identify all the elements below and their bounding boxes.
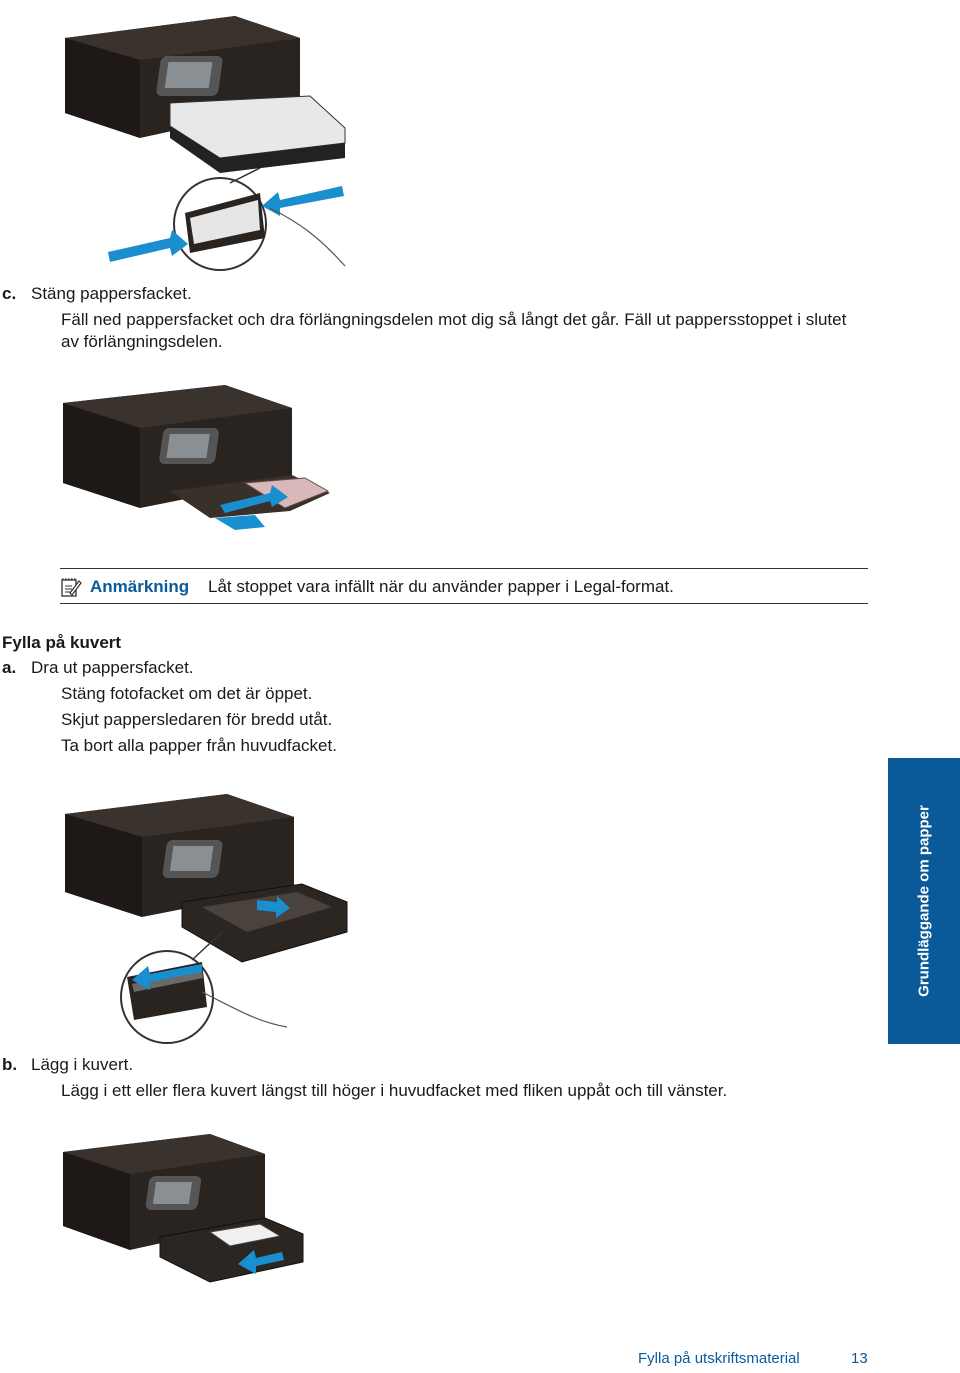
footer-section-title: Fylla på utskriftsmaterial <box>638 1350 800 1367</box>
page-number: 13 <box>851 1350 868 1367</box>
side-tab-label: Grundläggande om papper <box>915 805 933 997</box>
step-a-line3: Ta bort alla papper från huvudfacket. <box>61 736 337 755</box>
section-heading: Fylla på kuvert <box>2 633 122 652</box>
side-tab: Grundläggande om papper <box>888 758 960 1044</box>
step-letter-c: c. <box>2 284 17 303</box>
printer-pull-tray-illustration <box>65 794 348 1044</box>
step-letter-a: a. <box>2 658 17 677</box>
step-a-title: Dra ut pappersfacket. <box>31 658 194 677</box>
step-c-line2: av förlängningsdelen. <box>61 332 223 351</box>
printer-extended-tray-illustration <box>63 385 330 530</box>
step-c-title: Stäng pappersfacket. <box>31 284 192 303</box>
printer-load-envelope-illustration <box>63 1134 304 1283</box>
note-text: Låt stoppet vara infällt när du använder… <box>208 577 674 596</box>
step-letter-b: b. <box>2 1055 18 1074</box>
note-label: Anmärkning <box>90 577 190 596</box>
step-c-line1: Fäll ned pappersfacket och dra förlängni… <box>61 310 847 329</box>
step-b-line1: Lägg i ett eller flera kuvert längst til… <box>61 1081 728 1100</box>
printer-tray-closed-illustration <box>65 16 346 271</box>
step-b-title: Lägg i kuvert. <box>31 1055 134 1074</box>
step-a-line1: Stäng fotofacket om det är öppet. <box>61 684 313 703</box>
note-rule-bottom <box>60 603 868 604</box>
step-a-line2: Skjut pappersledaren för bredd utåt. <box>61 710 333 729</box>
note-rule-top <box>60 568 868 569</box>
note-icon <box>61 578 82 597</box>
